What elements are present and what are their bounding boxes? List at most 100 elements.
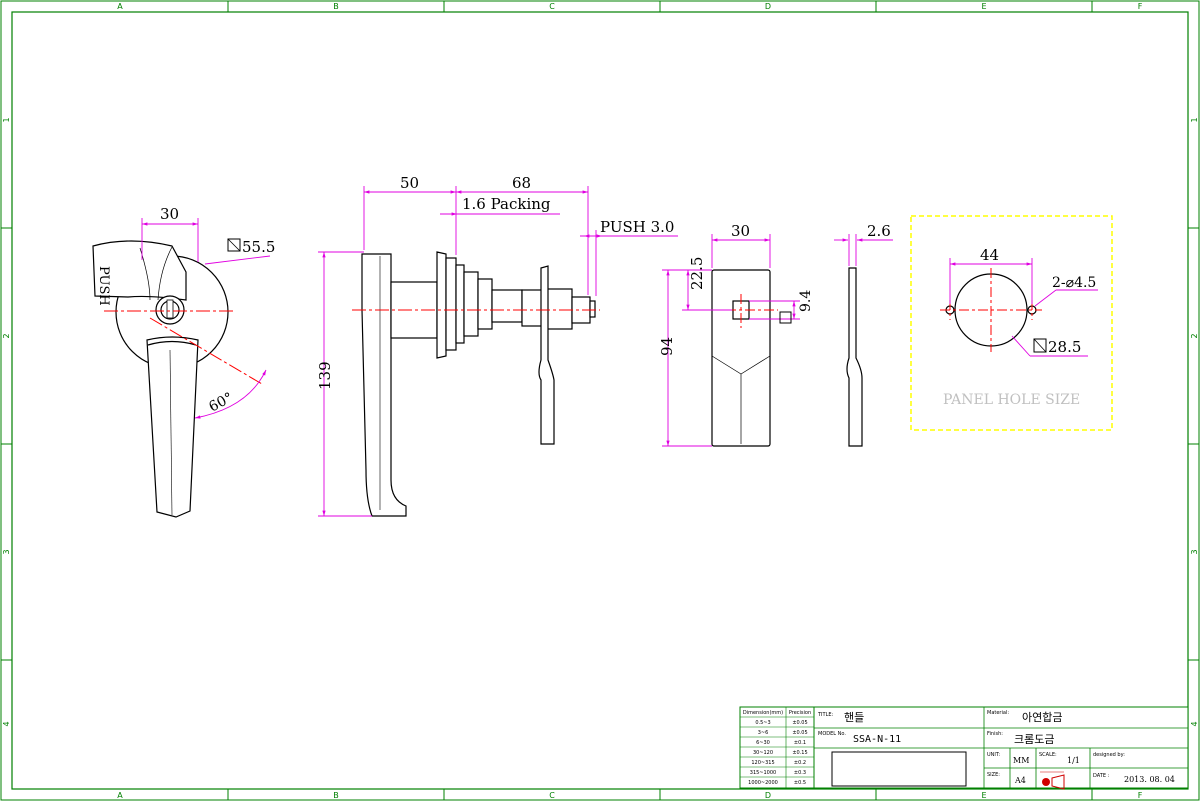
panel-caption: PANEL HOLE SIZE — [943, 392, 1080, 408]
cam-side-view: 2.6 — [834, 222, 893, 447]
cam-side-dim-thickness: 2.6 — [867, 222, 891, 240]
cam-view: 30 22.5 9.4 94 — [658, 222, 814, 447]
front-dimensions — [141, 218, 271, 419]
front-dim-angle: 60° — [206, 390, 235, 416]
side-view: 50 68 1.6 Packing PUSH 3.0 139 — [316, 174, 678, 517]
tb-material-value: 아연합금 — [1022, 711, 1062, 724]
col-label-top-b: B — [333, 2, 339, 11]
tb-model-value: SSA-N-11 — [853, 734, 901, 745]
front-view: PUSH 30 55.5 60° — [92, 205, 275, 518]
cam-side-outline — [846, 267, 863, 447]
panel-dim-holes: 2-⌀4.5 — [1052, 275, 1096, 291]
cam-square-symbol — [779, 311, 792, 324]
row-label-left-1: 1 — [2, 117, 11, 122]
tb-title-value: 핸들 — [844, 711, 864, 724]
tol-row-2-precision: ±0.05 — [792, 730, 807, 736]
tol-row-3-precision: ±0.1 — [794, 740, 806, 746]
handle-push-label: PUSH — [96, 266, 111, 306]
tol-row-4-range: 30~120 — [753, 750, 773, 756]
side-dim-packing: 1.6 Packing — [462, 195, 551, 213]
tol-header-dimension: Dimension(mm) — [743, 710, 783, 716]
square-symbol — [227, 238, 241, 252]
tb-finish-label: Finish: — [987, 731, 1003, 737]
col-label-bottom-e: E — [981, 791, 986, 800]
panel-dim-square: 28.5 — [1048, 338, 1081, 356]
front-dim-width: 30 — [160, 205, 179, 223]
front-dim-square: 55.5 — [242, 238, 275, 256]
tb-finish-value: 크롬도금 — [1014, 733, 1054, 746]
cam-dim-offset: 22.5 — [688, 257, 706, 290]
tol-row-6-precision: ±0.3 — [794, 770, 806, 776]
cam-dim-length: 94 — [658, 337, 676, 356]
cam-dim-square: 9.4 — [798, 290, 814, 312]
col-label-bottom-c: C — [549, 791, 555, 800]
tb-date-value: 2013. 08. 04 — [1124, 775, 1175, 784]
col-label-top-e: E — [981, 2, 986, 11]
cam-outline — [711, 269, 771, 447]
tol-row-7-range: 1000~2000 — [748, 780, 778, 786]
projection-symbol-icon — [1040, 771, 1065, 790]
cam-centerlines — [726, 294, 778, 328]
side-dimensions — [318, 186, 678, 517]
col-label-top-f: F — [1138, 2, 1143, 11]
cam-side-dimensions — [834, 234, 893, 266]
front-view-outline — [92, 240, 229, 518]
col-label-top-d: D — [765, 2, 771, 11]
side-view-outline — [361, 251, 596, 517]
tol-row-5-range: 120~315 — [751, 760, 774, 766]
row-label-left-4: 4 — [2, 721, 11, 726]
tb-scale-value: 1/1 — [1067, 756, 1080, 765]
cam-dimensions — [662, 234, 800, 447]
panel-hole-dimensions — [949, 258, 1098, 357]
panel-hole-box — [910, 215, 1113, 431]
cam-dim-width: 30 — [731, 222, 750, 240]
col-label-bottom-d: D — [765, 791, 771, 800]
tb-scale-label: SCALE: — [1039, 752, 1057, 758]
tol-row-3-range: 6~30 — [756, 740, 770, 746]
col-label-top-c: C — [549, 2, 555, 11]
tol-row-6-range: 315~1000 — [750, 770, 776, 776]
tb-designed-label: designed by: — [1093, 752, 1125, 758]
panel-hole-view: 44 2-⌀4.5 28.5 PANEL HOLE SIZE — [910, 215, 1113, 431]
tb-model-label: MODEL No. — [818, 731, 846, 737]
signature-box — [831, 751, 967, 787]
side-dim-push: PUSH 3.0 — [600, 218, 674, 236]
row-label-left-3: 3 — [2, 549, 11, 554]
tb-material-label: Material: — [987, 710, 1009, 716]
tol-row-2-range: 3~6 — [758, 730, 769, 736]
row-label-right-1: 1 — [1190, 117, 1199, 122]
tb-unit-label: UNIT: — [987, 752, 1000, 758]
front-centerlines — [104, 310, 263, 385]
col-label-bottom-f: F — [1138, 791, 1143, 800]
title-block: TITLE: MODEL No. Material: Finish: UNIT:… — [813, 706, 1189, 790]
tb-size-value: A4 — [1014, 776, 1026, 785]
col-label-bottom-b: B — [333, 791, 339, 800]
tol-header-precision: Precision — [789, 710, 811, 716]
tol-row-1-range: 0.5~3 — [755, 720, 770, 726]
panel-dim-spacing: 44 — [980, 246, 999, 264]
tol-row-7-precision: ±0.5 — [794, 780, 806, 786]
tol-row-5-precision: ±0.2 — [794, 760, 806, 766]
tolerance-table: Dimension(mm) Precision 0.5~3 ±0.05 3~6 … — [739, 706, 815, 789]
tb-unit-value: MM — [1013, 756, 1029, 765]
col-label-bottom-a: A — [117, 791, 123, 800]
side-dim-height: 139 — [316, 361, 334, 390]
panel-square-symbol-cross — [1033, 338, 1047, 353]
row-label-right-3: 3 — [1190, 549, 1199, 554]
panel-square-symbol — [1033, 338, 1047, 353]
side-dim-shaft: 68 — [512, 174, 531, 192]
row-label-right-4: 4 — [1190, 721, 1199, 726]
col-label-top-a: A — [117, 2, 123, 11]
tb-size-label: SIZE: — [987, 772, 1000, 778]
tol-row-4-precision: ±0.15 — [792, 750, 807, 756]
row-label-left-2: 2 — [2, 333, 11, 338]
tb-title-label: TITLE: — [817, 712, 834, 718]
tb-date-label: DATE : — [1093, 773, 1110, 779]
tol-row-1-precision: ±0.05 — [792, 720, 807, 726]
row-label-right-2: 2 — [1190, 333, 1199, 338]
square-symbol-cross — [227, 238, 241, 252]
side-dim-depth: 50 — [400, 174, 419, 192]
